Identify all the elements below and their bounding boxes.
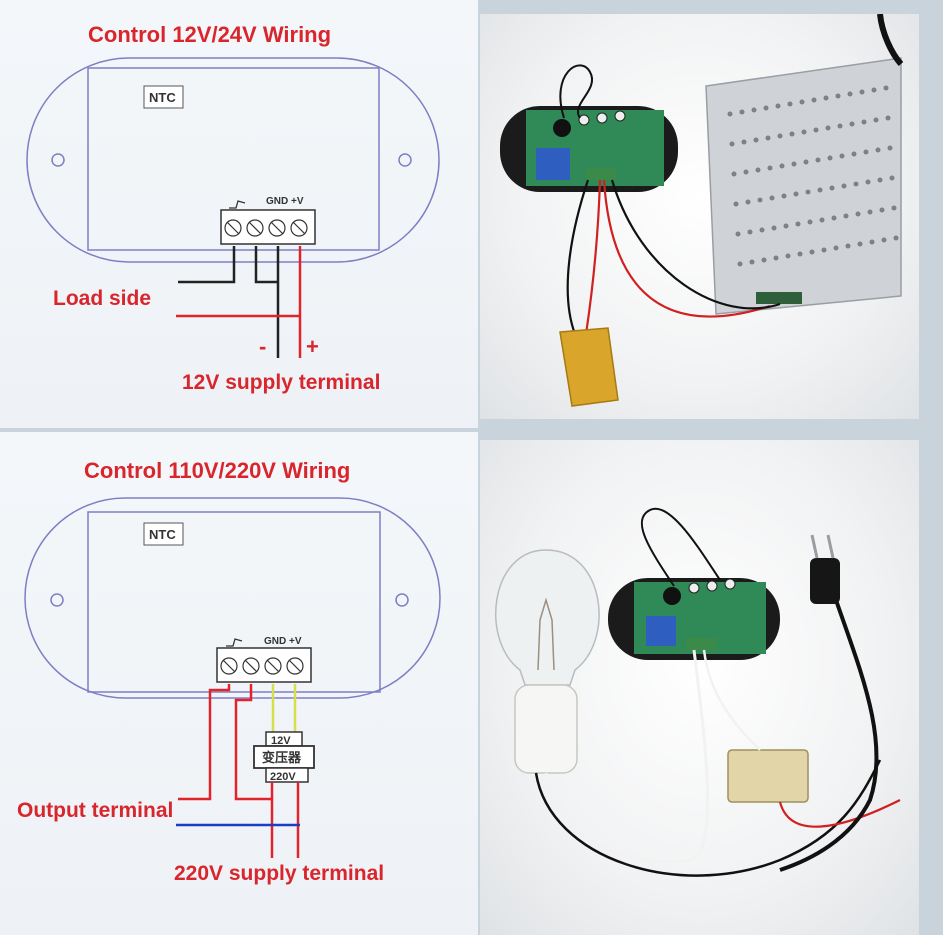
ntc-probe-cable bbox=[559, 64, 593, 119]
wire-red-to-heater bbox=[584, 179, 602, 335]
output-wire-red-1 bbox=[178, 684, 231, 801]
mount-hole-left bbox=[51, 153, 65, 167]
lamp-socket bbox=[514, 684, 578, 774]
transformer-lead-red bbox=[778, 799, 901, 828]
ntc-probe-cable bbox=[640, 507, 721, 587]
terminal-screws bbox=[220, 657, 304, 675]
lamp-wire-black bbox=[534, 759, 882, 877]
top-photo-panel bbox=[480, 14, 919, 419]
bottom-title: Control 110V/220V Wiring bbox=[84, 458, 351, 483]
gnd-label: GND bbox=[266, 196, 288, 207]
top-title: Control 12V/24V Wiring bbox=[88, 22, 332, 47]
ntc-box bbox=[143, 85, 184, 109]
output-wire-red-2 bbox=[234, 684, 274, 858]
top-diagram-panel: Control 12V/24V Wiring NTC GND +V bbox=[0, 0, 478, 428]
mains-cord bbox=[779, 599, 879, 872]
relay-module bbox=[536, 148, 570, 180]
ntc-label: NTC bbox=[149, 527, 176, 542]
buzzer bbox=[553, 119, 571, 137]
plug-prong-1 bbox=[810, 534, 819, 559]
load-side-label: Load side bbox=[53, 287, 152, 310]
load-jumper-black bbox=[254, 246, 277, 284]
transformer-220v-tab bbox=[265, 767, 309, 783]
relay-module bbox=[646, 616, 676, 646]
output-terminal-label: Output terminal bbox=[17, 799, 174, 822]
heater-pad bbox=[559, 327, 619, 407]
minus-sign: - bbox=[259, 334, 267, 359]
wire-black-to-heater bbox=[566, 179, 590, 335]
controller-face bbox=[87, 511, 381, 693]
push-buttons bbox=[578, 110, 626, 126]
board-terminal-block bbox=[586, 168, 616, 180]
buzzer bbox=[663, 587, 681, 605]
top-wiring-diagram: NTC GND +V bbox=[26, 57, 440, 358]
mount-hole-right bbox=[398, 153, 412, 167]
ntc-label: NTC bbox=[149, 90, 176, 105]
thermostat-12v-photo bbox=[500, 14, 904, 407]
plus-sign: + bbox=[306, 334, 319, 359]
ntc-box bbox=[143, 522, 184, 546]
relay-switch-symbol bbox=[229, 200, 246, 209]
power-supply-unit bbox=[705, 57, 902, 315]
mains-plug bbox=[810, 558, 840, 604]
thermostat-220v-photo bbox=[494, 507, 901, 877]
top-supply-label: 12V supply terminal bbox=[182, 371, 381, 394]
transformer-220v-label: 220V bbox=[270, 771, 296, 783]
relay-switch-symbol bbox=[226, 638, 243, 647]
mount-hole-right bbox=[395, 593, 409, 607]
transformer-12v-label: 12V bbox=[271, 735, 291, 747]
controller-housing bbox=[24, 497, 441, 699]
transformer-name-label: 变压器 bbox=[262, 750, 302, 765]
vplus-label: +V bbox=[289, 636, 302, 647]
bottom-photo-panel bbox=[480, 440, 919, 935]
board-terminal-block bbox=[686, 638, 716, 650]
wire-black-to-psu bbox=[610, 179, 781, 310]
lamp-wire-white bbox=[544, 649, 710, 864]
plug-prong-2 bbox=[826, 534, 835, 559]
load-wire-black bbox=[178, 246, 236, 284]
vplus-label: +V bbox=[291, 196, 304, 207]
transformer-lead-white bbox=[702, 649, 761, 751]
mount-hole-left bbox=[50, 593, 64, 607]
bottom-diagram-panel: Control 110V/220V Wiring NTC GND +V bbox=[0, 432, 478, 935]
wire-red-to-psu bbox=[602, 179, 771, 318]
terminal-screws bbox=[224, 219, 308, 237]
gnd-label: GND bbox=[264, 636, 286, 647]
small-transformer bbox=[727, 749, 809, 803]
bottom-supply-label: 220V supply terminal bbox=[174, 862, 385, 885]
power-supply-vents bbox=[727, 85, 899, 267]
light-bulb-glass bbox=[494, 549, 600, 686]
mains-cable bbox=[877, 14, 904, 67]
power-supply-terminals bbox=[756, 292, 802, 304]
light-bulb-filament bbox=[537, 597, 555, 671]
push-buttons bbox=[688, 578, 736, 594]
bottom-wiring-diagram: NTC GND +V 12V 变压器 220V bbox=[24, 497, 441, 858]
